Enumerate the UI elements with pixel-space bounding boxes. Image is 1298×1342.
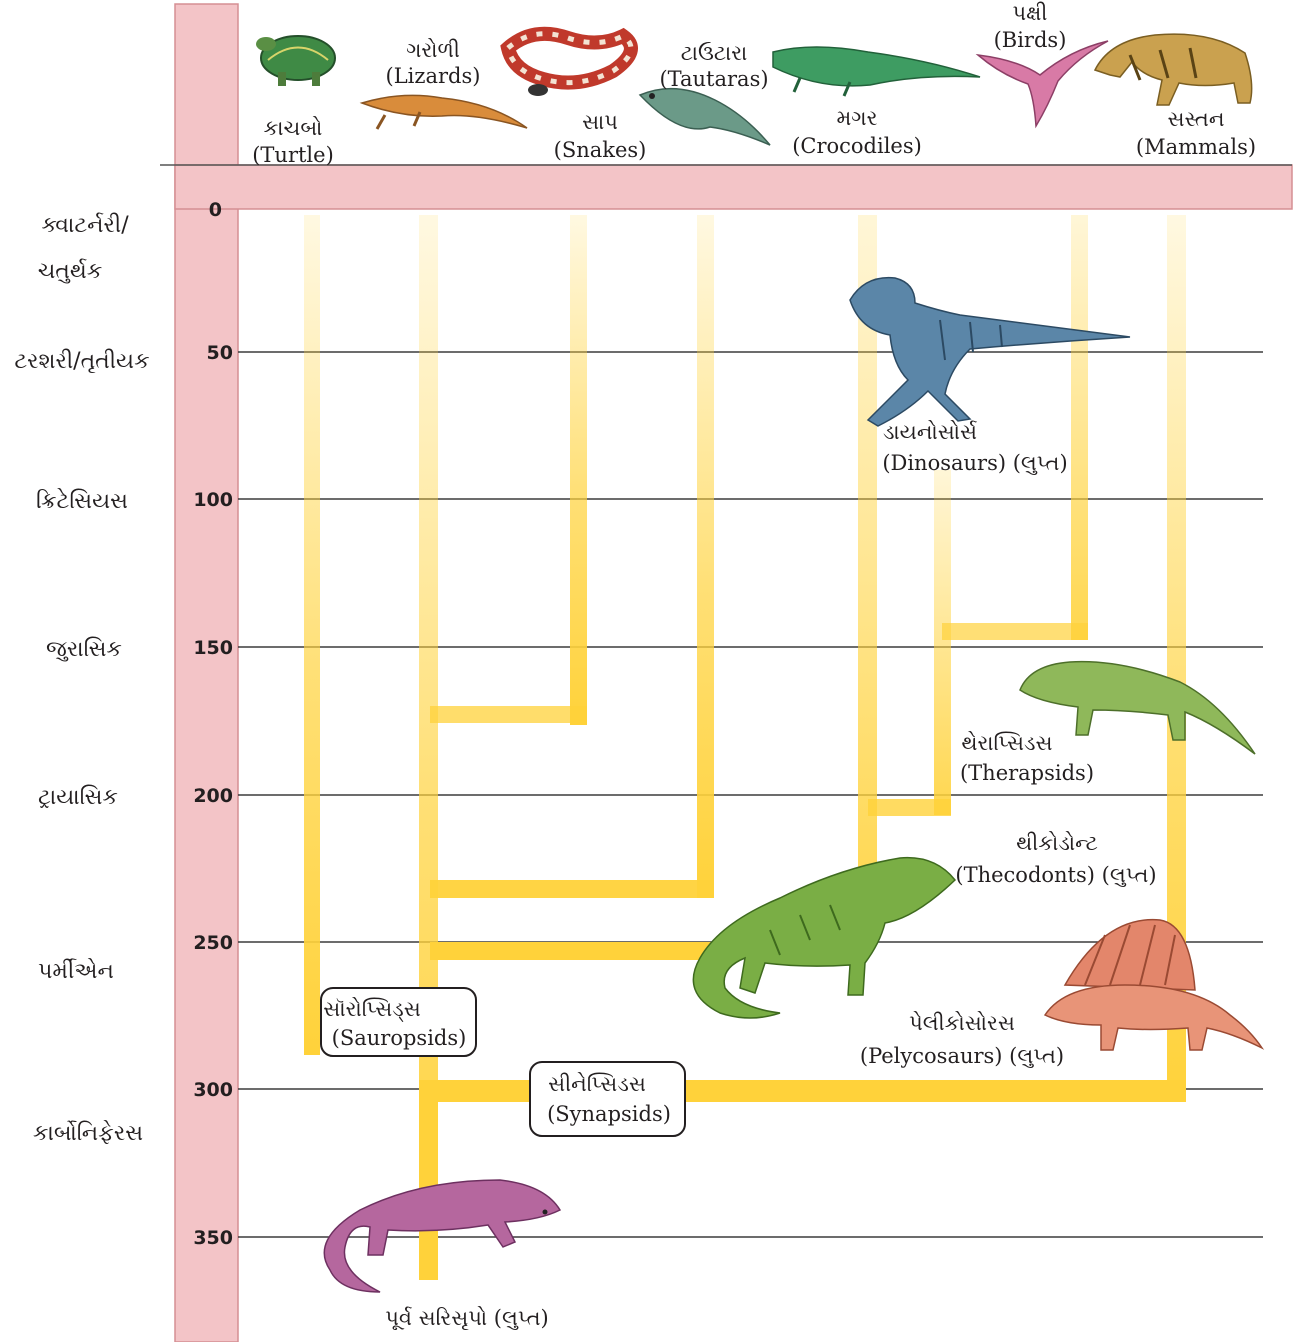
branch-tuatara xyxy=(697,215,714,898)
tick-label: 50 xyxy=(207,342,233,364)
turtle-label-en: (Turtle) xyxy=(252,143,334,167)
crocodile-icon xyxy=(773,47,980,96)
era-label-cretaceous: ક્રિટેસિયસ xyxy=(36,488,128,514)
mammal-label-gu: સસ્તન xyxy=(1168,107,1225,131)
dinosaurs-label-gu: ડાયનોસોર્સ xyxy=(883,420,977,444)
turtle-icon xyxy=(256,36,335,86)
bird-label-gu: પક્ષી xyxy=(1013,1,1048,25)
branch-dinosaur xyxy=(934,470,951,815)
join-tuatara xyxy=(430,880,714,898)
gridlines xyxy=(238,352,1263,1237)
era-label-carboniferous: કાર્બોનિફેરસ xyxy=(33,1120,143,1146)
snake-label-en: (Snakes) xyxy=(554,138,647,162)
branch-bird xyxy=(1071,215,1088,640)
era-label-permian: પર્મીએન xyxy=(38,958,114,984)
join-dino-croc xyxy=(868,799,951,816)
tick-label: 200 xyxy=(193,785,233,807)
snake-icon xyxy=(508,34,631,96)
present-band xyxy=(175,165,1292,209)
era-label-triassic: ટ્રાયાસિક xyxy=(38,785,118,810)
thecodonts-label-en: (Thecodonts) (લુપ્ત) xyxy=(955,863,1156,887)
lizard-label-en: (Lizards) xyxy=(386,64,481,88)
lineage-tree xyxy=(304,215,1186,1280)
tick-label: 100 xyxy=(193,489,233,511)
lizard-label-gu: ગરોળી xyxy=(406,38,460,62)
mammal-label-en: (Mammals) xyxy=(1136,135,1256,159)
therapsids-label-en: (Therapsids) xyxy=(960,761,1094,785)
tick-label: 150 xyxy=(193,637,233,659)
sauropsids-box: સૉરોપ્સિડ્સ (Sauropsids) xyxy=(321,988,476,1056)
join-archosaur xyxy=(430,942,730,960)
tick-label: 0 xyxy=(209,199,222,221)
tuatara-label-en: (Tautaras) xyxy=(659,67,768,91)
crocodile-label-gu: મગર xyxy=(836,106,877,130)
snake-label-gu: સાપ xyxy=(582,110,618,134)
lizard-icon xyxy=(362,95,527,129)
pelycosaur-icon xyxy=(1045,920,1262,1050)
early-reptile-icon xyxy=(324,1180,560,1292)
sauropsids-label-en: (Sauropsids) xyxy=(332,1026,467,1050)
era-label-quaternary-2: ચતુર્થક xyxy=(38,259,103,284)
tuatara-icon xyxy=(640,89,770,145)
tick-label: 350 xyxy=(193,1227,233,1249)
top-labels: કાચબો (Turtle) ગરોળી (Lizards) સાપ (Snak… xyxy=(252,1,1256,167)
synapsids-box: સીનેપ્સિડસ (Synapsids) xyxy=(530,1062,685,1136)
join-bird xyxy=(942,623,1088,640)
tuatara-label-gu: ટાઉટારા xyxy=(681,41,748,65)
bird-icon xyxy=(978,41,1108,126)
era-labels: ક્વાટર્નરી/ ચતુર્થક ટરશરી/તૃતીયક ક્રિટેસ… xyxy=(14,213,149,1146)
synapsids-label-gu: સીનેપ્સિડસ xyxy=(548,1072,646,1096)
tick-label: 250 xyxy=(193,932,233,954)
sauropsids-label-gu: સૉરોપ્સિડ્સ xyxy=(323,997,421,1022)
branch-root xyxy=(419,1080,438,1280)
era-label-jurassic: જુરાસિક xyxy=(46,637,122,662)
era-label-quaternary: ક્વાટર્નરી/ xyxy=(41,213,129,238)
thecodonts-label-gu: થીકોડોન્ટ xyxy=(1016,831,1098,855)
pelycosaurs-label-en: (Pelycosaurs) (લુપ્ત) xyxy=(860,1044,1064,1068)
tick-label: 300 xyxy=(193,1079,233,1101)
early-reptiles-label: પૂર્વ સરિસૃપો (લુપ્ત) xyxy=(385,1306,549,1330)
branch-turtle xyxy=(304,215,320,1055)
crocodile-label-en: (Crocodiles) xyxy=(792,134,922,158)
turtle-label-gu: કાચબો xyxy=(264,116,323,140)
thecodont-icon xyxy=(693,858,955,1018)
synapsids-label-en: (Synapsids) xyxy=(547,1102,671,1126)
branch-snake xyxy=(570,215,587,725)
therapsid-icon xyxy=(1020,662,1255,754)
mammal-icon xyxy=(1095,34,1252,105)
dinosaurs-label-en: (Dinosaurs) (લુપ્ત) xyxy=(882,451,1067,475)
therapsids-label-gu: થેરાપ્સિડસ xyxy=(961,731,1052,755)
join-snake xyxy=(430,706,587,723)
bird-label-en: (Birds) xyxy=(994,28,1067,52)
era-label-tertiary: ટરશરી/તૃતીયક xyxy=(14,349,149,374)
pelycosaurs-label-gu: પેલીકોસોરસ xyxy=(909,1011,1015,1035)
